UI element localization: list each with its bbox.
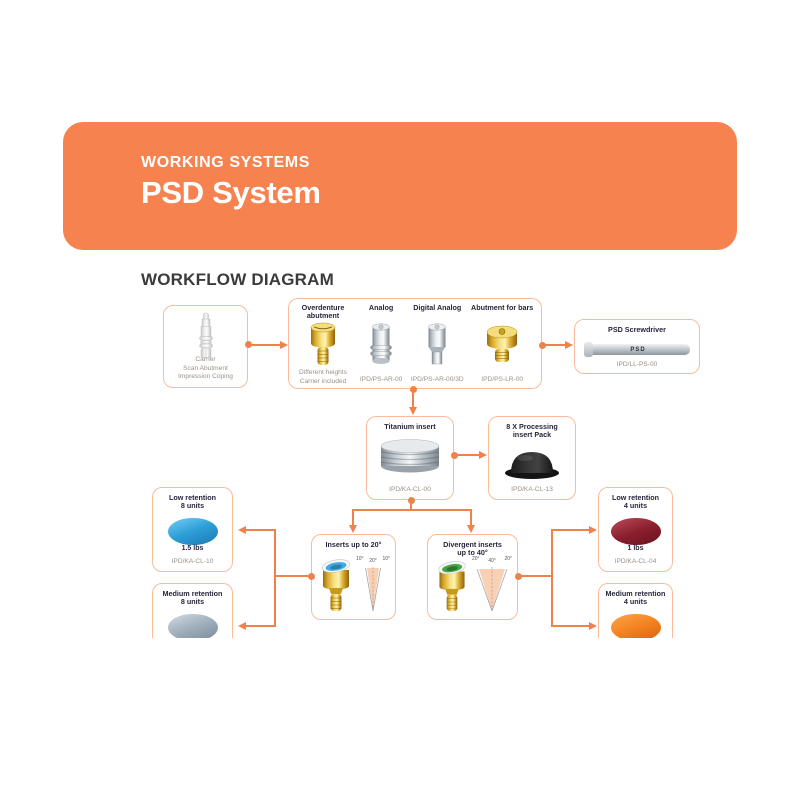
page-content: WORKING SYSTEMS PSD System WORKFLOW DIAG…: [63, 122, 737, 638]
gray-retention-insert-icon: [167, 613, 218, 638]
product-code: IPD/PS-AR-00/3D: [410, 376, 464, 383]
steel-digital-analog-icon: [428, 323, 447, 365]
carrier-caption: Carrier Scan Abutment Impression Coping: [178, 356, 233, 381]
connector-arrow-down: [409, 407, 417, 415]
angle-fan-20-icon: [365, 567, 381, 612]
connector-line: [352, 509, 354, 526]
processing-pack-box: 8 X Processing insert Pack IPD/KA-CL-13: [488, 416, 576, 500]
medium-retention-4-box: Medium retention 4 units: [598, 583, 673, 638]
angle-fan-40: 20° 40° 20°: [472, 556, 512, 614]
banner-kicker: WORKING SYSTEMS: [141, 154, 311, 171]
banner-title: PSD System: [141, 175, 321, 210]
retention-weight: 1.5 lbs: [181, 545, 204, 552]
section-heading: WORKFLOW DIAGRAM: [141, 270, 334, 289]
titanium-title: Titanium insert: [384, 422, 436, 431]
gold-overdenture-abutment-icon: [310, 322, 336, 365]
connector-arrow-down: [349, 525, 357, 533]
blue-retention-insert-icon: [167, 517, 218, 545]
product-title: Digital Analog: [413, 303, 462, 312]
low-retention-8-box: Low retention 8 units 1.5 lbs IPD/KA-CL-…: [152, 487, 233, 572]
titanium-code: IPD/KA-CL-00: [389, 486, 431, 493]
connector-dot: [308, 573, 315, 580]
psd-screwdriver-icon: PSD: [584, 342, 690, 357]
steel-analog-icon: [370, 323, 392, 365]
product-analog: Analog IPD/PS-AR-00: [355, 303, 407, 383]
product-overdenture-abutment: Overdenture abutment Different heights C…: [293, 303, 353, 385]
product-code: IPD/PS-AR-00: [359, 376, 403, 383]
product-title: Overdenture abutment: [301, 303, 345, 321]
products-box: Overdenture abutment Different heights C…: [288, 298, 542, 389]
product-caption: Different heights Carrier included: [299, 368, 347, 385]
inserts-40-box: Divergent inserts up to 40°: [427, 534, 518, 620]
red-retention-insert-icon: [610, 517, 661, 545]
carrier-box: Carrier Scan Abutment Impression Coping: [163, 305, 248, 388]
connector-line: [518, 575, 553, 577]
retention-title: Medium retention 8 units: [162, 589, 223, 607]
titanium-insert-box: Titanium insert IPD/KA-CL-00: [366, 416, 454, 500]
connector-line: [542, 344, 566, 346]
processing-code: IPD/KA-CL-13: [511, 486, 553, 493]
connector-line: [246, 625, 275, 627]
connector-line: [410, 500, 412, 511]
connector-line: [553, 529, 589, 531]
connector-line: [248, 344, 281, 346]
inserts-40-title: Divergent inserts up to 40°: [443, 540, 502, 558]
medium-retention-8-box: Medium retention 8 units: [152, 583, 233, 638]
retention-title: Low retention 8 units: [168, 493, 217, 511]
inserts-20-title: Inserts up to 20°: [325, 540, 382, 549]
product-code: IPD/PS-LR-00: [481, 376, 524, 383]
connector-arrow-left: [238, 622, 246, 630]
connector-arrow-right: [280, 341, 288, 349]
connector-line: [551, 529, 553, 627]
connector-arrow-right: [565, 341, 573, 349]
product-title: Analog: [368, 303, 394, 312]
scan-abutment-carrier-icon: [198, 312, 213, 359]
connector-line: [454, 454, 480, 456]
retention-weight: 1 lbs: [627, 545, 644, 552]
connector-arrow-right: [589, 622, 597, 630]
connector-line: [470, 509, 472, 526]
connector-line: [412, 389, 414, 408]
retention-title: Medium retention 4 units: [605, 589, 666, 607]
connector-arrow-right: [479, 451, 487, 459]
angle-fan-40-icon: [476, 567, 508, 612]
connector-line: [352, 509, 472, 511]
processing-title: 8 X Processing insert Pack: [506, 422, 558, 440]
retention-code: IPD/KA-CL-04: [614, 558, 657, 565]
gold-bar-abutment-icon: [486, 325, 518, 363]
product-digital-analog: Digital Analog IPD/PS-AR-00/3D: [409, 303, 465, 383]
connector-line: [246, 529, 275, 531]
header-banner: WORKING SYSTEMS PSD System: [63, 122, 737, 250]
black-processing-insert-icon: [505, 451, 559, 479]
gold-abutment-blue-cap-icon: [321, 559, 351, 611]
connector-line: [275, 575, 311, 577]
connector-line: [553, 625, 589, 627]
retention-code: IPD/KA-CL-10: [171, 558, 214, 565]
screwdriver-box: PSD Screwdriver PSD IPD/LL-PS-00: [574, 319, 700, 374]
inserts-20-box: Inserts up to 20° 10°: [311, 534, 396, 620]
connector-arrow-left: [238, 526, 246, 534]
angle-fan-20: 10° 20° 10°: [356, 556, 390, 614]
orange-retention-insert-icon: [610, 613, 661, 638]
product-abutment-for-bars: Abutment for bars IPD/PS-LR-00: [467, 303, 537, 383]
titanium-insert-icon: [380, 439, 440, 473]
screwdriver-tool-label: PSD: [630, 346, 646, 353]
connector-arrow-right: [589, 526, 597, 534]
gold-abutment-green-cap-icon: [438, 561, 466, 612]
retention-title: Low retention 4 units: [611, 493, 660, 511]
connector-line: [274, 529, 276, 627]
connector-arrow-down: [467, 525, 475, 533]
screwdriver-title: PSD Screwdriver: [608, 325, 666, 334]
screwdriver-code: IPD/LL-PS-00: [616, 361, 658, 368]
low-retention-4-box: Low retention 4 units 1 lbs IPD/KA-CL-04: [598, 487, 673, 572]
product-title: Abutment for bars: [471, 303, 534, 312]
